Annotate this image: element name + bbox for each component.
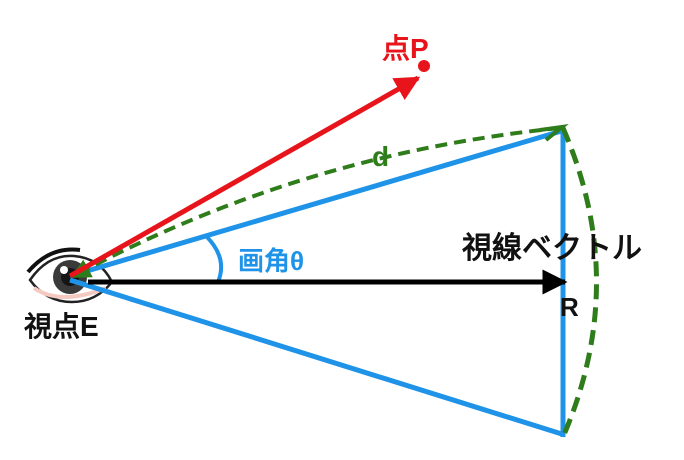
distance-arc [560, 127, 599, 438]
frustum-upper-edge [69, 127, 566, 279]
radius-label: R [560, 292, 579, 322]
distance-label: d [372, 141, 389, 172]
view-vector-label: 視線ベクトル [462, 231, 642, 265]
view-angle-arc [204, 234, 223, 283]
distance-d-arrowhead-far [539, 124, 569, 142]
point-p-label: 点P [382, 33, 429, 64]
viewpoint-label: 視点E [24, 311, 99, 342]
view-angle-label: 画角θ [238, 246, 304, 276]
point-p-dot [418, 60, 430, 72]
distance-d-arrow [70, 126, 561, 278]
frustum-lower-edge [69, 277, 566, 438]
point-p-vector [68, 75, 421, 279]
